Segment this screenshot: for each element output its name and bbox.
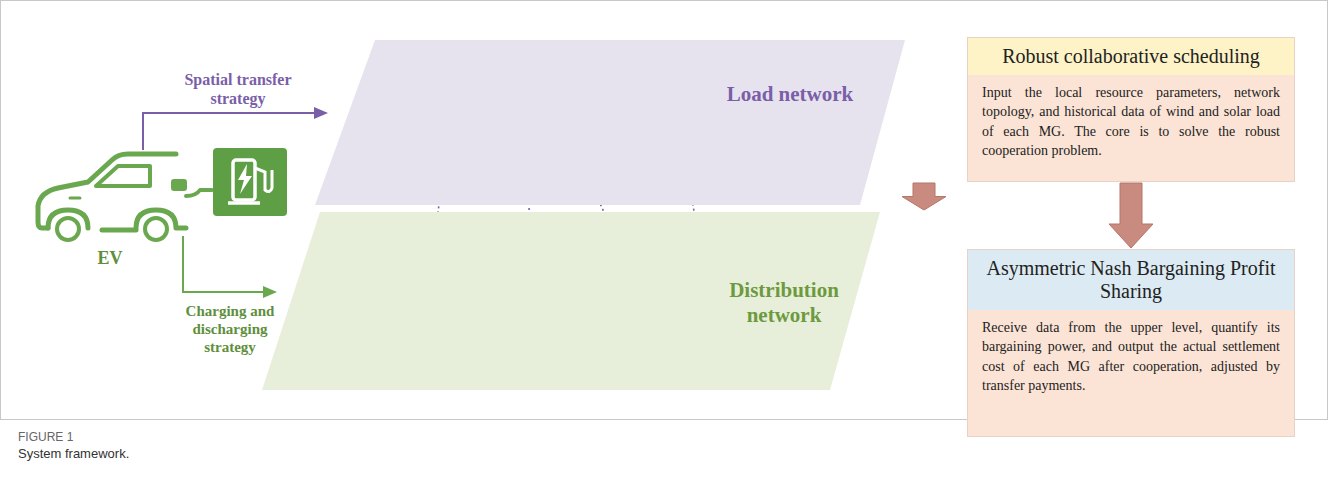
box-body: Input the local resource parameters, net… [968,75,1294,181]
strategy-label: Charging and discharging strategy [176,302,284,356]
scheduling-box: Robust collaborative schedulingInput the… [968,38,1294,181]
box-heading: Robust collaborative scheduling [968,38,1294,75]
box-heading: Asymmetric Nash Bargaining Profit Sharin… [968,250,1294,310]
distribution-network-plane: Distribution network [262,212,880,390]
plane-outline [315,40,905,205]
plane-title: Load network [715,82,865,107]
plane-title: Distribution network [724,278,844,328]
block-arrow [1109,183,1153,248]
figure-number: FIGURE 1 [18,430,218,444]
box-body: Receive data from the upper level, quant… [968,310,1294,436]
strategy-label: Spatial transfer strategy [158,70,318,108]
ev-label: EV [90,248,130,270]
load-network-plane: Load network [315,40,905,205]
profit-sharing-box: Asymmetric Nash Bargaining Profit Sharin… [968,250,1294,436]
block-arrow [902,183,946,210]
figure-caption: System framework. [18,446,418,462]
